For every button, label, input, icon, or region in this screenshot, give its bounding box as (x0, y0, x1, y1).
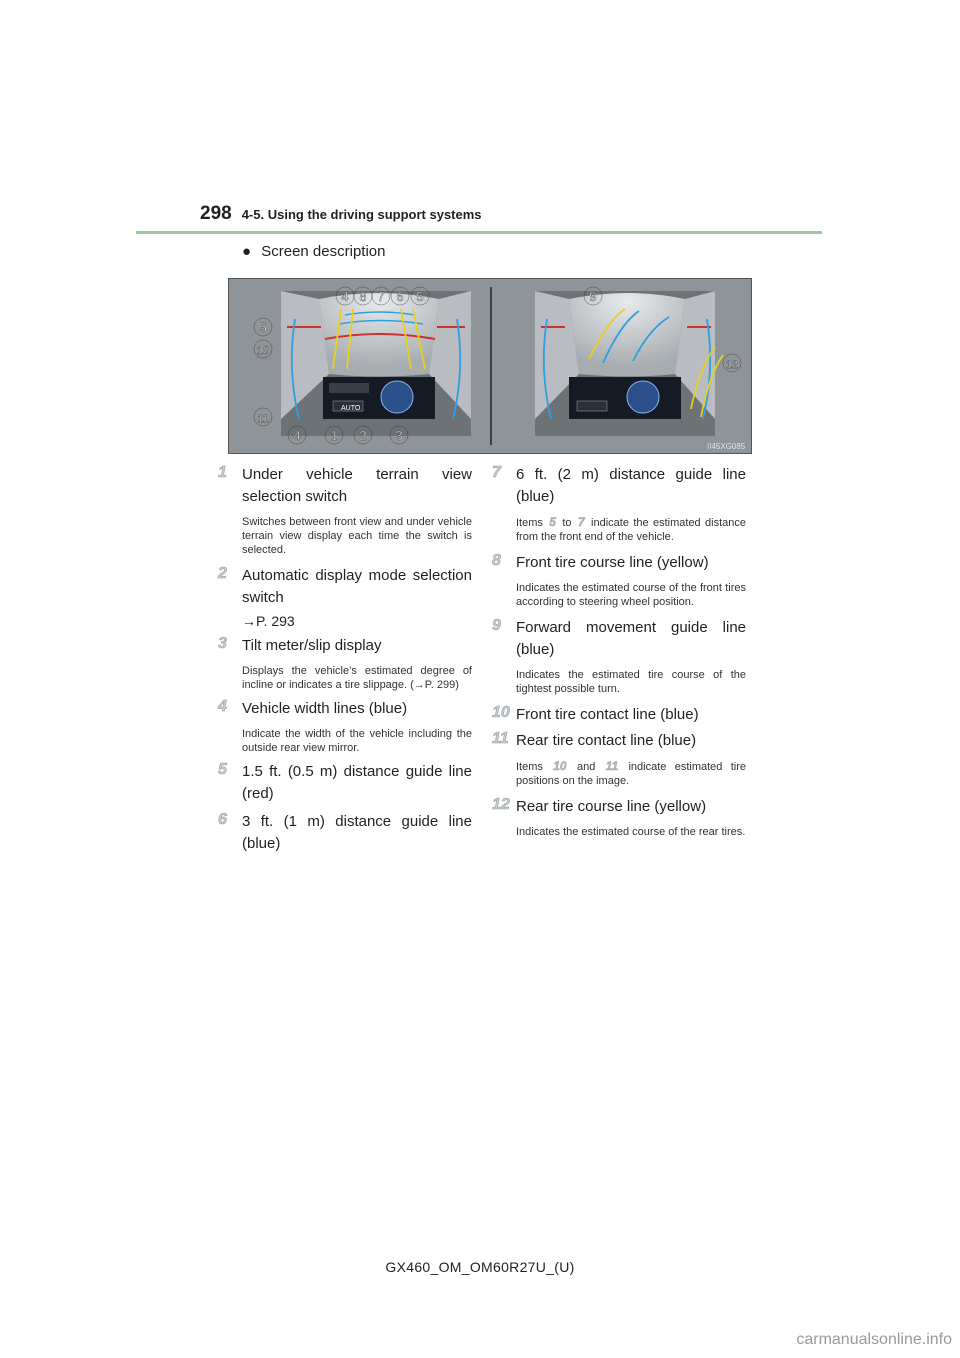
item-title: Forward movement guide line (blue) (516, 619, 746, 658)
item-title: 3 ft. (1 m) distance guide line (blue) (242, 813, 472, 852)
subheading: ● Screen description (242, 243, 385, 260)
item-number: 1 (218, 464, 228, 482)
callout-label: 6 (396, 289, 403, 304)
callout-label: 12 (726, 359, 738, 371)
callout-label: 4 (293, 428, 300, 443)
item-title: Front tire contact line (blue) (516, 706, 699, 723)
item-title: Under vehicle terrain view selection swi… (242, 466, 472, 505)
legend-item-8: 8 Front tire course line (yellow) Indica… (492, 552, 754, 609)
callout-label: 5 (416, 289, 423, 304)
item-title: Rear tire course line (yellow) (516, 798, 707, 815)
section-title: 4-5. Using the driving support systems (241, 207, 482, 222)
item-desc: Items 10 and 11 indicate estimated tire … (516, 759, 747, 787)
item-title: Front tire course line (yellow) (516, 554, 709, 571)
item-number: 12 (492, 796, 510, 814)
item-desc: Items 5 to 7 indicate the estimated dist… (516, 515, 747, 543)
callouts-bottom: 4 1 2 3 (287, 425, 409, 445)
item-title: Automatic display mode selection switch (242, 567, 472, 606)
legend-item-2: 2 Automatic display mode selection switc… (218, 565, 480, 629)
watermark: carmanualsonline.info (796, 1331, 952, 1348)
legend-item-1: 1 Under vehicle terrain view selection s… (218, 464, 480, 557)
callout-label: 4 (341, 289, 348, 304)
callout-label: 8 (359, 289, 366, 304)
callouts-left-side: 5 10 11 (253, 317, 273, 427)
header-rule (136, 231, 822, 234)
item-desc: Indicates the estimated course of the re… (516, 826, 746, 838)
document-code: GX460_OM_OM60R27U_(U) (385, 1259, 575, 1275)
figure-code: II45XG085 (707, 442, 746, 451)
item-number: 11 (492, 730, 509, 748)
legend-item-5: 5 1.5 ft. (0.5 m) distance guide line (r… (218, 761, 480, 805)
item-number: 3 (218, 635, 228, 653)
legend-item-6: 6 3 ft. (1 m) distance guide line (blue) (218, 811, 480, 855)
legend-item-11: 11 Rear tire contact line (blue) Items 1… (492, 730, 754, 788)
callout-label: 5 (259, 320, 266, 335)
legend-right-column: 7 6 ft. (2 m) distance guide line (blue)… (492, 464, 754, 839)
item-desc: Indicates the estimated tire course of t… (516, 669, 746, 695)
item-desc: Indicates the estimated course of the fr… (516, 582, 746, 608)
item-title: Rear tire contact line (blue) (516, 732, 697, 749)
legend-item-10: 10 Front tire contact line (blue) (492, 704, 754, 726)
callouts-top-left: 4 8 7 6 5 (335, 286, 430, 306)
item-number: 10 (492, 704, 510, 722)
legend-item-4: 4 Vehicle width lines (blue) Indicate th… (218, 698, 480, 755)
item-title: 1.5 ft. (0.5 m) distance guide line (red… (242, 763, 472, 802)
screen-illustration-svg: AUTO 4 8 7 (229, 279, 751, 453)
item-title: Vehicle width lines (blue) (242, 700, 408, 717)
legend-left-column: 1 Under vehicle terrain view selection s… (218, 464, 480, 855)
legend-item-9: 9 Forward movement guide line (blue) Ind… (492, 617, 754, 696)
callout-label: 11 (257, 413, 268, 425)
auto-label: AUTO (341, 405, 361, 412)
item-number: 4 (218, 698, 228, 716)
item-desc: Switches between front view and under ve… (242, 516, 472, 556)
page-reference[interactable]: →P. 293 (242, 613, 295, 629)
subheading-text: Screen description (261, 243, 386, 260)
legend-item-3: 3 Tilt meter/slip display Displays the v… (218, 635, 480, 692)
item-number: 8 (492, 552, 502, 570)
item-number: 7 (492, 464, 502, 482)
item-desc: Indicate the width of the vehicle includ… (242, 728, 472, 754)
callout-label: 3 (395, 428, 402, 443)
screen-illustration: AUTO 4 8 7 (228, 278, 752, 454)
item-title: 6 ft. (2 m) distance guide line (blue) (516, 466, 746, 505)
page-number: 298 (200, 203, 232, 224)
bullet-icon: ● (242, 243, 252, 260)
callout-label: 10 (257, 345, 269, 357)
item-title: Tilt meter/slip display (242, 637, 382, 654)
item-number: 2 (218, 565, 228, 583)
callout-label: 7 (377, 289, 384, 304)
item-number: 5 (218, 761, 228, 779)
page-header: 298 4-5. Using the driving support syste… (200, 203, 482, 225)
callout-label: 2 (359, 428, 366, 443)
item-number: 6 (218, 811, 228, 829)
item-number: 9 (492, 617, 502, 635)
callout-label: 1 (330, 428, 337, 443)
item-desc: Displays the vehicle’s estimated degree … (242, 665, 472, 691)
legend-item-7: 7 6 ft. (2 m) distance guide line (blue)… (492, 464, 754, 544)
callout-label: 9 (589, 289, 596, 304)
legend-item-12: 12 Rear tire course line (yellow) Indica… (492, 796, 754, 839)
